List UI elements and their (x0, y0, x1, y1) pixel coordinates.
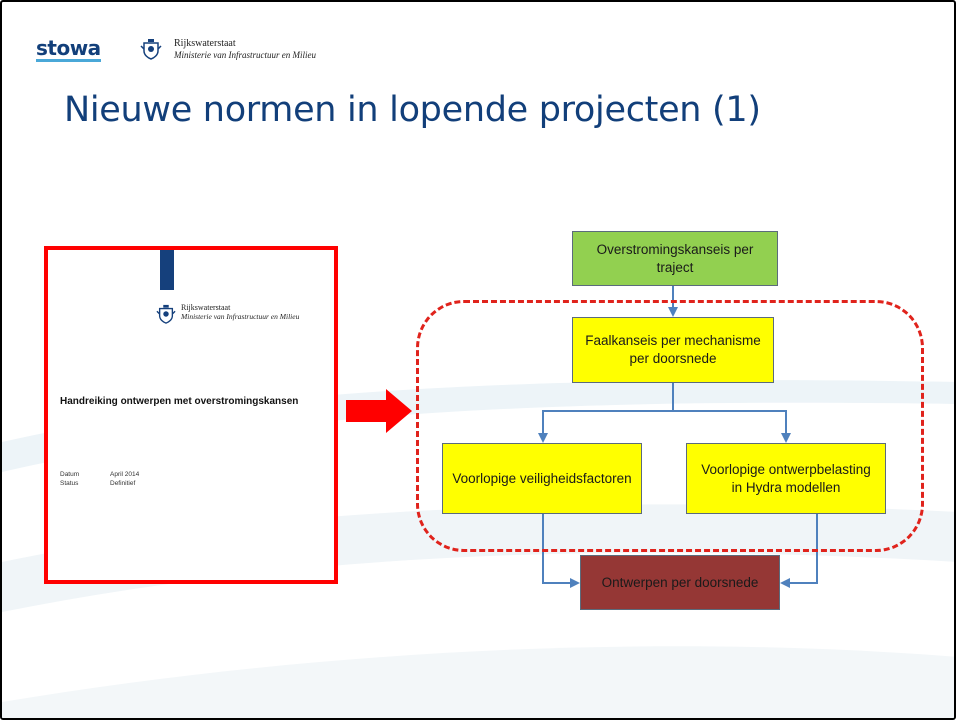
rws-name: Rijkswaterstaat (174, 38, 236, 49)
node-hydra-design-load: Voorlopige ontwerpbelasting in Hydra mod… (686, 443, 886, 514)
document-meta: Datum April 2014 Status Definitief (60, 470, 139, 488)
connector-hydra-design (780, 514, 818, 588)
node-design-per-section: Ontwerpen per doorsnede (580, 555, 780, 610)
document-thumbnail: Rijkswaterstaat Ministerie van Infrastru… (44, 246, 338, 584)
stowa-logo: stowa (36, 36, 101, 62)
connector-safety-design (542, 514, 580, 588)
meta-row: Status Definitief (60, 479, 139, 488)
slide-title: Nieuwe normen in lopende projecten (1) (64, 90, 761, 130)
document-header-bar (160, 250, 174, 290)
node-failure-probability-mechanism: Faalkanseis per mechanisme per doorsnede (572, 317, 774, 383)
meta-key: Status (60, 480, 79, 487)
connector-split-safety (538, 410, 673, 443)
right-arrow-icon (346, 389, 412, 433)
document-org-name: Rijkswaterstaat (181, 303, 231, 312)
document-title: Handreiking ontwerpen met overstromingsk… (60, 396, 299, 407)
node-safety-factors: Voorlopige veiligheidsfactoren (442, 443, 642, 514)
coat-of-arms-icon (140, 39, 162, 60)
node-flood-probability-trajectory: Overstromingskanseis per traject (572, 231, 778, 286)
rijkswaterstaat-logo: Rijkswaterstaat Ministerie van Infrastru… (140, 38, 320, 68)
rws-ministry: Ministerie van Infrastructuur en Milieu (174, 50, 316, 60)
meta-value: April 2014 (110, 471, 140, 478)
document-org-ministry: Ministerie van Infrastructuur en Milieu (181, 312, 300, 321)
meta-row: Datum April 2014 (60, 470, 139, 479)
coat-of-arms-icon (156, 304, 176, 324)
meta-key: Datum (60, 471, 80, 478)
meta-value: Definitief (110, 480, 136, 487)
highlight-region (416, 300, 924, 552)
connector-split-hydra (673, 410, 791, 443)
